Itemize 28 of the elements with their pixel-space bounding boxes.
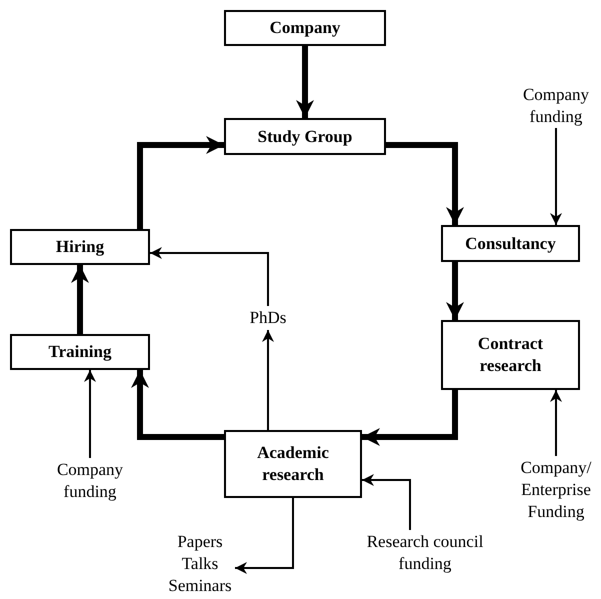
arrow xyxy=(386,142,464,225)
process-box xyxy=(10,229,150,265)
arrow xyxy=(150,247,269,306)
process-box xyxy=(224,430,362,498)
process-box xyxy=(441,225,580,262)
arrow xyxy=(235,498,294,574)
arrow xyxy=(84,370,96,458)
arrow xyxy=(446,262,464,320)
box-label: Company xyxy=(270,17,340,39)
box-label: Study Group xyxy=(258,126,352,148)
arrow xyxy=(550,128,562,225)
arrow xyxy=(131,370,224,440)
process-box xyxy=(441,320,580,390)
arrow xyxy=(262,330,274,430)
box-label: Training xyxy=(48,341,112,363)
process-box xyxy=(10,334,150,370)
arrow xyxy=(550,390,562,456)
arrow xyxy=(71,265,89,334)
arrow xyxy=(137,136,224,229)
box-label: Contract research xyxy=(476,333,544,377)
process-box xyxy=(224,118,386,155)
arrow xyxy=(296,46,314,118)
arrow xyxy=(362,474,411,530)
box-label: Academic research xyxy=(256,442,330,486)
arrow xyxy=(362,390,458,446)
box-label: Hiring xyxy=(56,236,104,258)
box-label: Consultancy xyxy=(465,232,556,254)
process-box xyxy=(224,10,386,46)
